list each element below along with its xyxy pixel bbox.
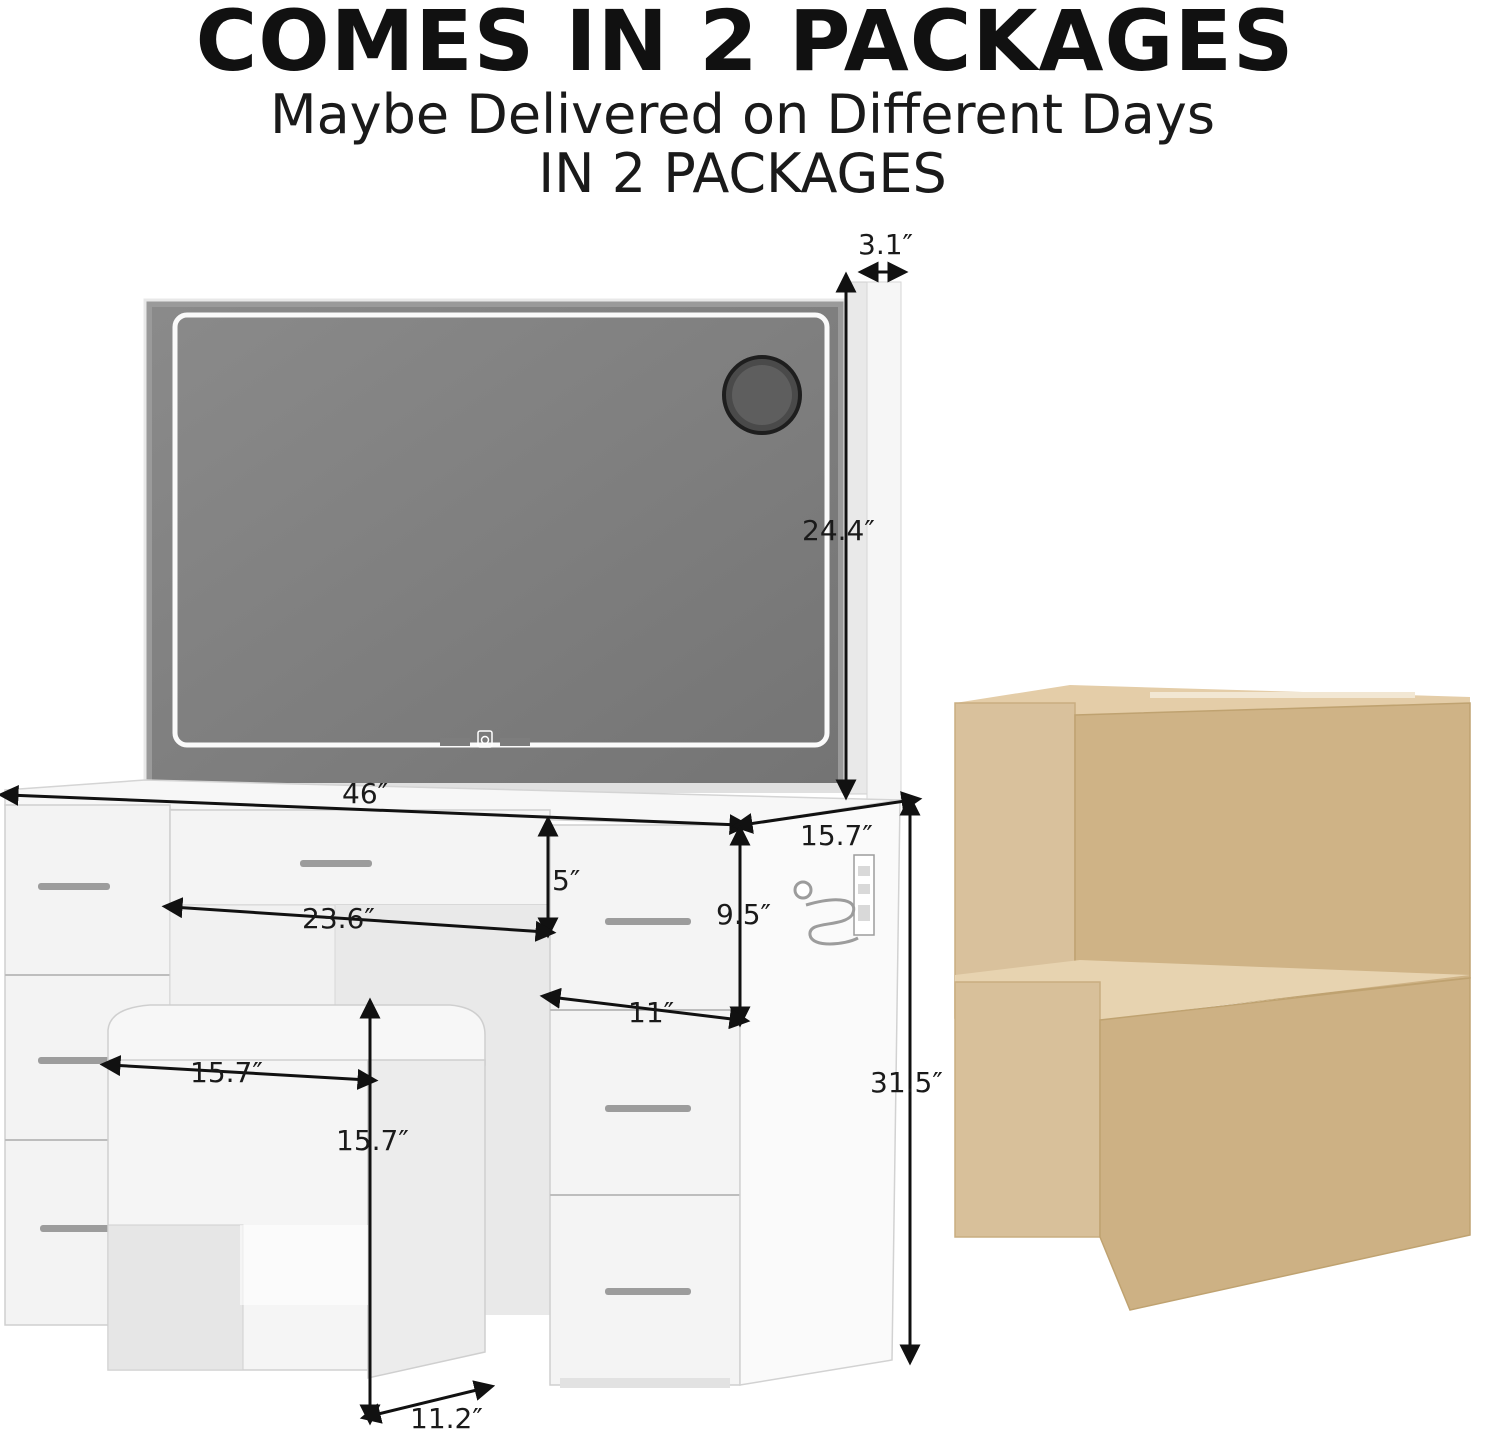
- touch-switch-icon: [477, 730, 493, 748]
- stool-depth-label: 11.2″: [410, 1402, 483, 1432]
- side-drawer-height-label: 9.5″: [716, 898, 771, 931]
- subtitle-delivery: Maybe Delivered on Different Days: [270, 83, 1215, 146]
- magnifying-mirror-icon: [722, 355, 802, 435]
- side-drawer-width-label: 11″: [628, 996, 674, 1029]
- power-outlet-icon: [853, 854, 875, 936]
- mirror-depth-label: 3.1″: [858, 228, 913, 261]
- headline: COMES IN 2 PACKAGES: [195, 0, 1295, 90]
- stool-width-label: 15.7″: [190, 1056, 263, 1089]
- knee-space-width-label: 23.6″: [302, 902, 375, 935]
- vanity-mirror: [143, 281, 902, 803]
- hair-dryer-holder-icon: [793, 880, 859, 946]
- package-box-bottom: [954, 960, 1471, 1311]
- top-drawer-height-label: 5″: [552, 864, 580, 897]
- subtitle-packages: IN 2 PACKAGES: [538, 142, 947, 205]
- desk-height-label: 31.5″: [870, 1066, 943, 1099]
- mirror-height-label: 24.4″: [802, 514, 875, 547]
- package-box-top: [954, 685, 1471, 1021]
- drawer-handles: [38, 860, 691, 1295]
- vanity-stool: [107, 1004, 486, 1379]
- stool-height-label: 15.7″: [336, 1124, 409, 1157]
- desk-depth-label: 15.7″: [800, 819, 873, 852]
- desk-width-label: 46″: [342, 777, 388, 810]
